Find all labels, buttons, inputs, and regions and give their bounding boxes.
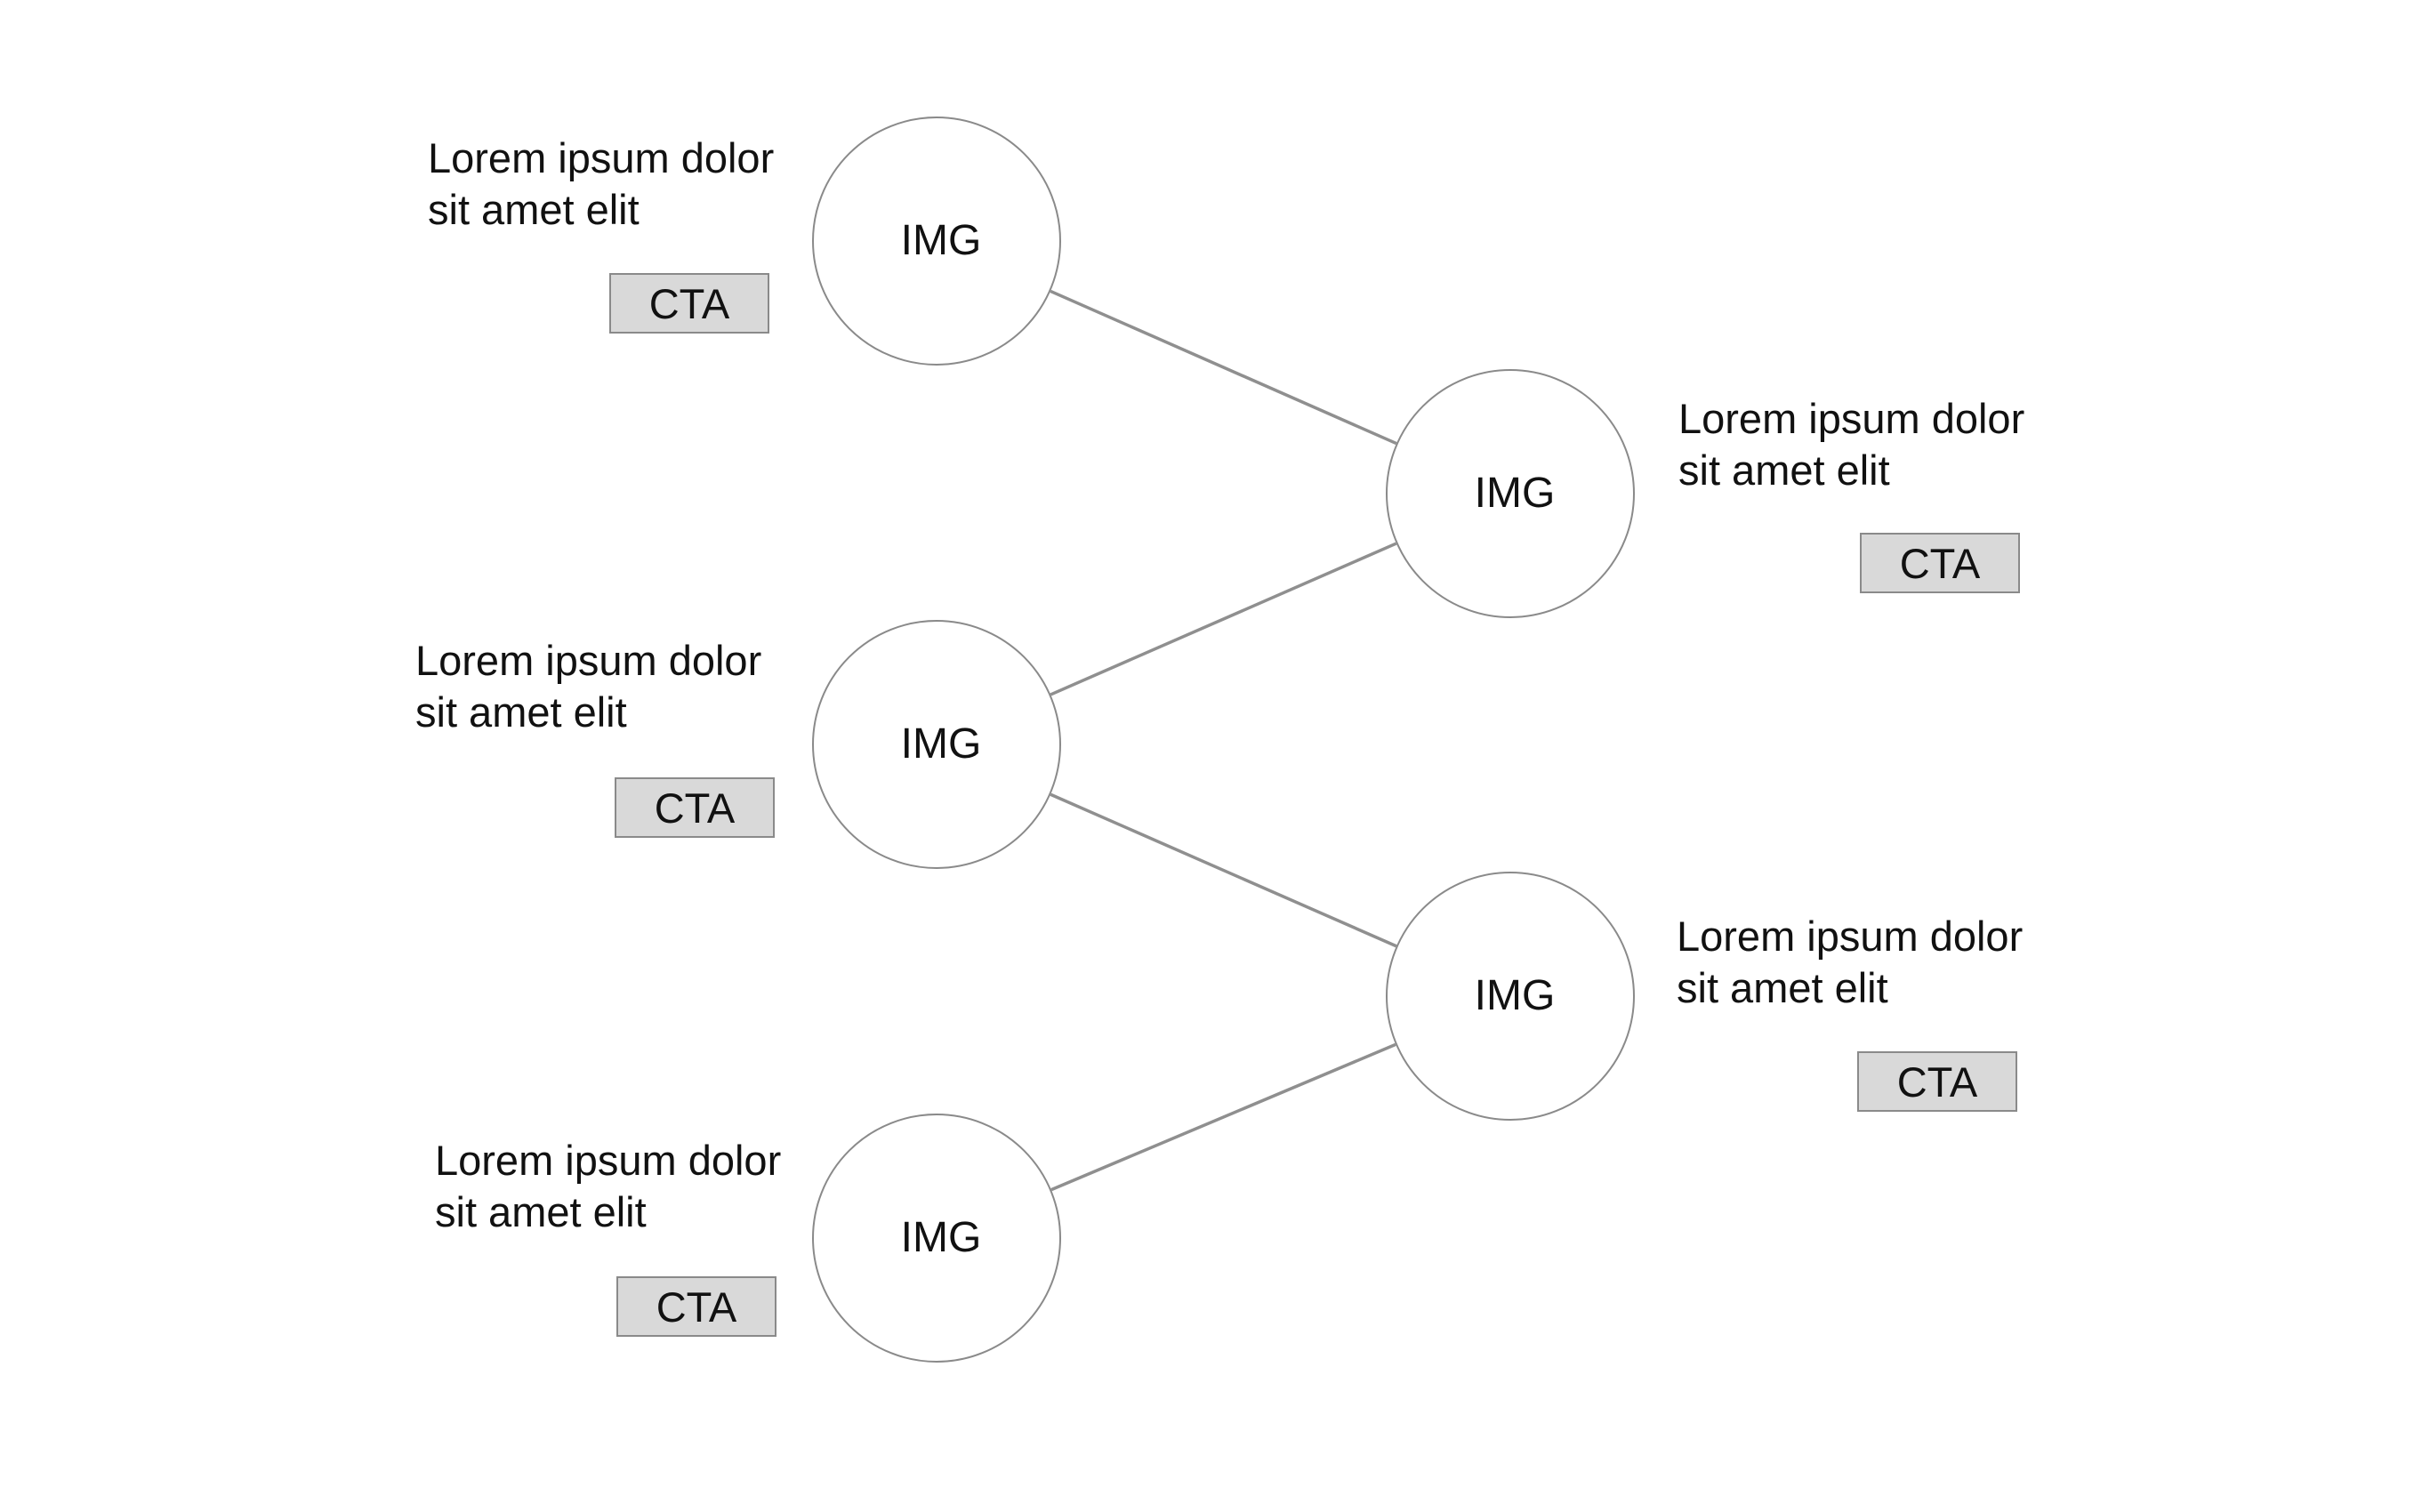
connector-line-3: [1050, 792, 1397, 948]
image-placeholder-label: IMG: [1474, 470, 1556, 517]
image-placeholder-node-5: IMG: [812, 1114, 1061, 1363]
node-3-caption: Lorem ipsum dolor sit amet elit: [415, 637, 762, 736]
image-placeholder-node-4: IMG: [1386, 872, 1635, 1121]
node-5-cta-button[interactable]: CTA: [616, 1276, 776, 1337]
node-1-cta-button[interactable]: CTA: [609, 273, 769, 334]
node-4-cta-button[interactable]: CTA: [1857, 1051, 2017, 1112]
image-placeholder-label: IMG: [900, 720, 982, 768]
node-2-caption: Lorem ipsum dolor sit amet elit: [1678, 395, 2025, 494]
node-4-caption: Lorem ipsum dolor sit amet elit: [1677, 913, 2024, 1011]
connector-line-1: [1050, 289, 1397, 446]
image-placeholder-node-3: IMG: [812, 620, 1061, 869]
node-3-cta-button[interactable]: CTA: [615, 777, 775, 838]
image-placeholder-label: IMG: [900, 217, 982, 264]
node-1-caption: Lorem ipsum dolor sit amet elit: [428, 134, 775, 233]
image-placeholder-node-1: IMG: [812, 117, 1061, 366]
connector-line-2: [1050, 542, 1397, 696]
connector-line-4: [1050, 1042, 1396, 1192]
image-placeholder-node-2: IMG: [1386, 369, 1635, 618]
image-placeholder-label: IMG: [900, 1214, 982, 1261]
node-2-cta-button[interactable]: CTA: [1860, 533, 2020, 593]
node-5-caption: Lorem ipsum dolor sit amet elit: [435, 1137, 782, 1235]
image-placeholder-label: IMG: [1474, 972, 1556, 1019]
